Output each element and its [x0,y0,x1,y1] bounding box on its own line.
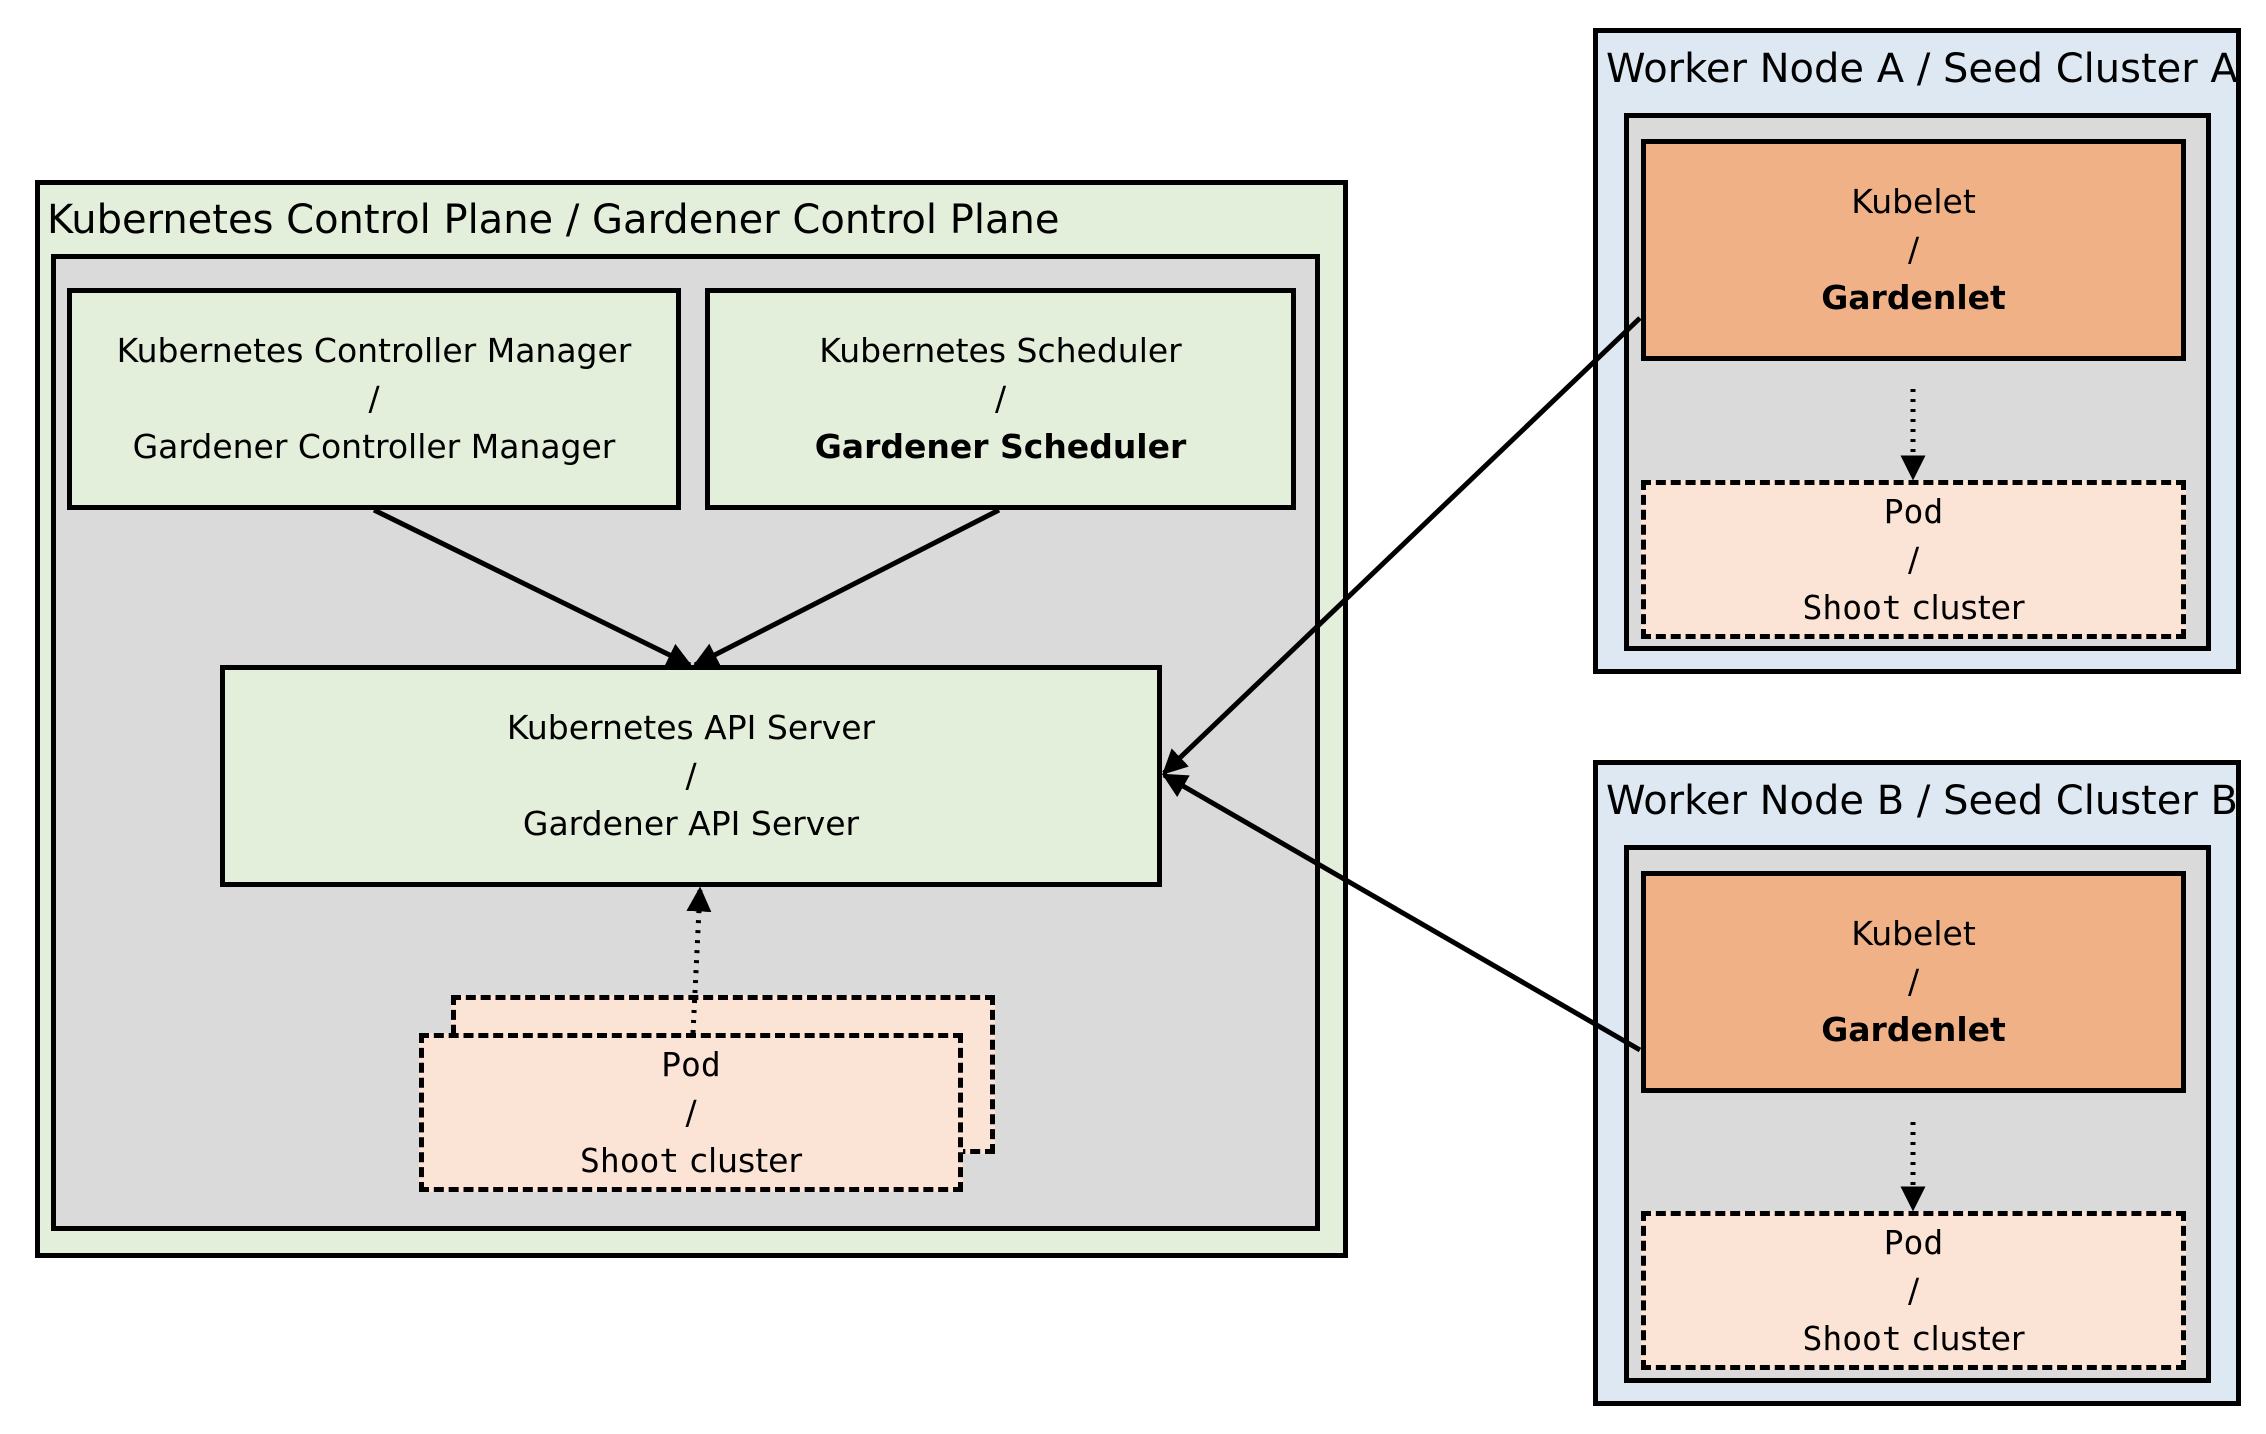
cluster-word: cluster [689,1140,803,1180]
arrow-gardenlet-a-to-api-server [1162,316,1642,775]
scheduler-k8s-label: Kubernetes Scheduler [819,331,1182,370]
shoot-keyword: Shoot [579,1140,680,1180]
separator-slash: / [368,379,380,418]
shoot-cluster-label: Shoot cluster [1802,1315,2024,1363]
control-plane-title: Kubernetes Control Plane / Gardener Cont… [47,197,1060,243]
shoot-keyword: Shoot [1802,1318,1902,1358]
gardenlet-label: Gardenlet [1821,1010,2006,1049]
pod-label: Pod [1883,1222,1944,1262]
separator-slash: / [685,756,697,795]
controller-manager-k8s-label: Kubernetes Controller Manager [116,331,632,370]
gardenlet-a-box: Kubelet / Gardenlet [1641,139,2186,361]
separator-slash: / [1907,1270,1920,1310]
worker-a-pod-shoot-cluster: Pod / Shoot cluster [1641,480,2186,639]
gardenlet-label: Gardenlet [1821,278,2006,317]
controller-manager-box: Kubernetes Controller Manager / Gardener… [67,288,681,510]
arrow-controller-manager-to-api-server [372,507,693,668]
api-server-gardener-label: Gardener API Server [522,804,860,843]
separator-slash: / [1907,962,1920,1001]
cluster-word: cluster [1912,1318,2025,1358]
cluster-word: cluster [1912,587,2025,627]
separator-slash: / [1907,230,1920,269]
kubelet-label: Kubelet [1851,914,1976,953]
worker-b-pod-shoot-cluster: Pod / Shoot cluster [1641,1211,2186,1370]
separator-slash: / [994,379,1007,418]
arrow-scheduler-to-api-server [692,507,1001,668]
arrow-pod-to-api-server [686,886,712,1034]
separator-slash: / [1907,539,1920,579]
scheduler-box: Kubernetes Scheduler / Gardener Schedule… [705,288,1296,510]
shoot-cluster-label: Shoot cluster [1802,584,2024,632]
scheduler-gardener-label: Gardener Scheduler [814,427,1187,466]
pod-shoot-cluster: Pod / Shoot cluster [419,1033,963,1192]
separator-slash: / [685,1092,697,1132]
pod-label: Pod [661,1044,721,1084]
arrow-gardenlet-b-to-api-server [1161,772,1642,1053]
shoot-keyword: Shoot [1802,587,1902,627]
worker-node-a-title: Worker Node A / Seed Cluster A [1606,46,2238,92]
api-server-k8s-label: Kubernetes API Server [506,708,876,747]
controller-manager-gardener-label: Gardener Controller Manager [132,427,616,466]
api-server-box: Kubernetes API Server / Gardener API Ser… [220,665,1162,887]
shoot-cluster-label: Shoot cluster [580,1137,802,1185]
kubelet-label: Kubelet [1851,182,1976,221]
worker-node-b-title: Worker Node B / Seed Cluster B [1606,778,2238,824]
gardenlet-b-box: Kubelet / Gardenlet [1641,871,2186,1093]
pod-label: Pod [1883,491,1944,531]
